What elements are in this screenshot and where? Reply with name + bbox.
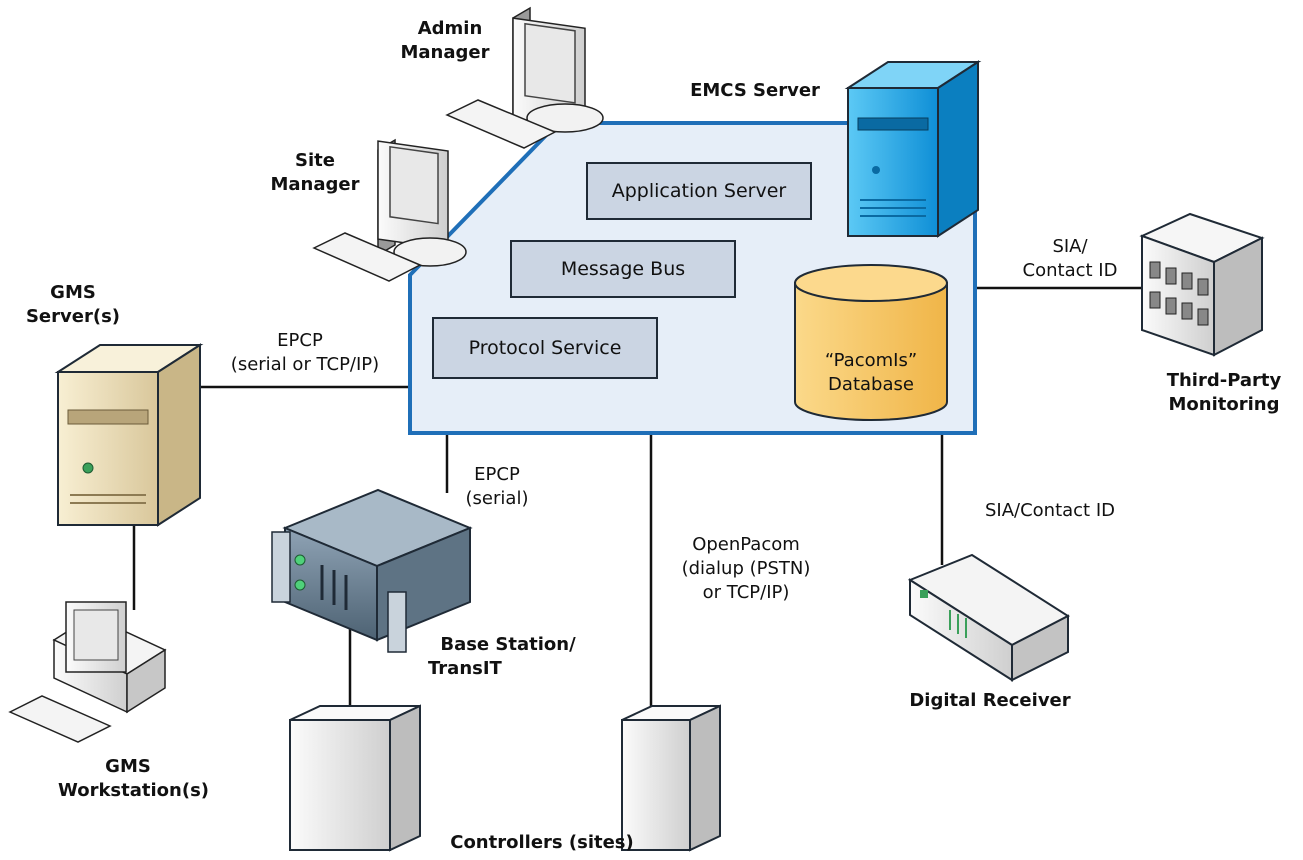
- site-manager-monitor-icon: [312, 138, 467, 282]
- controller-box-icon-right: [621, 704, 721, 852]
- protocol-service-box: Protocol Service: [432, 317, 658, 379]
- receiver-sia-label: SIA/Contact ID: [984, 500, 1116, 521]
- gms-servers-label-line2: Server(s): [25, 306, 121, 327]
- third-party-label-line1: Third-Party: [1166, 370, 1282, 391]
- third-party-sia-label-line1: SIA/: [1052, 236, 1088, 257]
- site-manager-label-line2: Manager: [270, 174, 360, 195]
- openpacom-label-line2: (dialup (PSTN): [681, 558, 811, 579]
- building-icon: [1139, 212, 1265, 357]
- controller-box-icon-left: [289, 704, 421, 852]
- base-station-label-line2: TransIT: [428, 658, 502, 679]
- third-party-label-line2: Monitoring: [1168, 394, 1280, 415]
- emcs-server-icon: [844, 60, 982, 238]
- gms-workstation-icon: [8, 601, 167, 743]
- base-epcp-label-line2: (serial): [465, 488, 529, 509]
- gms-server-icon: [54, 343, 204, 527]
- third-party-sia-label-line2: Contact ID: [1022, 260, 1118, 281]
- emcs-server-title: EMCS Server: [690, 80, 820, 101]
- gms-workstations-label-line2: Workstation(s): [58, 780, 210, 801]
- openpacom-label-line1: OpenPacom: [692, 534, 800, 555]
- controllers-label: Controllers (sites): [450, 832, 634, 853]
- connector-lines: [132, 286, 1145, 708]
- gms-epcp-label-line1: EPCP: [277, 330, 323, 351]
- application-server-box: Application Server: [586, 162, 812, 220]
- base-station-icon: [271, 488, 473, 653]
- admin-manager-label-line2: Manager: [400, 42, 490, 63]
- admin-manager-label-line1: Admin: [417, 18, 483, 39]
- digital-receiver-label: Digital Receiver: [909, 690, 1071, 711]
- gms-workstations-label-line1: GMS: [105, 756, 151, 777]
- admin-manager-monitor-icon: [445, 6, 604, 149]
- gms-servers-label-line1: GMS: [50, 282, 96, 303]
- gms-epcp-label-line2: (serial or TCP/IP): [230, 354, 380, 375]
- database-label-line1: “PacomIs”: [824, 350, 918, 371]
- openpacom-label-line3: or TCP/IP): [702, 582, 790, 603]
- digital-receiver-icon: [907, 553, 1071, 682]
- message-bus-box: Message Bus: [510, 240, 736, 298]
- database-icon: [794, 264, 948, 421]
- database-label-line2: Database: [828, 374, 914, 395]
- base-station-label-line1: Base Station/: [440, 634, 576, 655]
- base-epcp-label-line1: EPCP: [474, 464, 520, 485]
- site-manager-label-line1: Site: [295, 150, 335, 171]
